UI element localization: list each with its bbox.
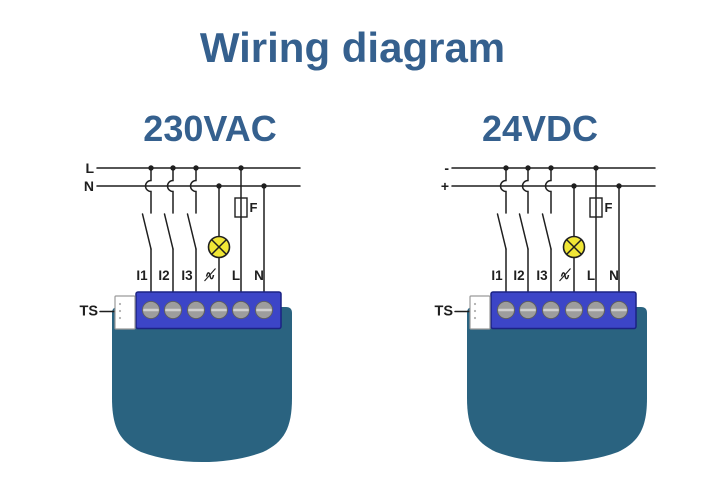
- wire-hop: [166, 167, 174, 214]
- terminal-label-n: N: [609, 268, 619, 283]
- terminal-label-l: L: [587, 268, 595, 283]
- plus-branch: [616, 183, 622, 293]
- diagram-title-230vac: 230VAC: [143, 108, 277, 149]
- lamp-cross: [565, 238, 583, 256]
- neutral-branch: [261, 183, 267, 293]
- supply-lines: - +: [441, 160, 656, 194]
- connector-pin: [473, 309, 477, 313]
- circuit-24vdc: - +: [434, 160, 656, 462]
- output-symbol-slash: [204, 268, 216, 282]
- supply-label-bottom: N: [84, 178, 94, 194]
- ts-connector: [114, 295, 136, 330]
- ts-connector: [469, 295, 491, 330]
- terminal-label-n: N: [254, 268, 264, 283]
- lamp-cross: [210, 238, 228, 256]
- circuit-230vac: L N: [79, 160, 301, 462]
- terminal-label-i3: I3: [536, 268, 548, 283]
- switch-blade: [141, 213, 152, 250]
- terminal-screws: [496, 300, 629, 320]
- ts-label: TS: [434, 304, 453, 320]
- wire-hop: [189, 167, 197, 214]
- supply-label-top: L: [85, 160, 94, 176]
- connector-pin: [473, 302, 477, 306]
- fuse-label: F: [605, 200, 613, 215]
- module-body: [112, 307, 292, 462]
- terminal-label-i2: I2: [158, 268, 169, 283]
- connector-pin: [118, 309, 122, 313]
- supply-label-bottom: +: [441, 178, 449, 194]
- switch-branch-i1: [141, 165, 154, 293]
- terminal-label-i1: I1: [136, 268, 148, 283]
- terminal-labels: I1 I2 I3 ∿ L N: [136, 268, 264, 283]
- fuse-branch: F: [589, 165, 613, 293]
- ts-connector-group: TS: [434, 295, 491, 330]
- wire-hop: [521, 167, 529, 214]
- terminal-label-i2: I2: [513, 268, 524, 283]
- wire-hop: [499, 167, 507, 214]
- switch-branch-i1: [496, 165, 509, 293]
- connector-pin: [118, 316, 122, 320]
- module-body: [467, 307, 647, 462]
- switch-branch-i3: [541, 165, 554, 293]
- lamp-branch: [207, 183, 231, 293]
- terminal-label-i3: I3: [181, 268, 193, 283]
- lamp-branch: [562, 183, 586, 293]
- terminal-labels: I1 I2 I3 ∿ L N: [491, 268, 619, 283]
- terminal-label-i1: I1: [491, 268, 503, 283]
- connector-pin: [118, 302, 122, 306]
- device-module: TS: [434, 291, 647, 462]
- switch-blade: [541, 213, 552, 250]
- switch-branch-i2: [518, 165, 531, 293]
- switch-blade: [518, 213, 529, 250]
- ts-label: TS: [79, 304, 98, 320]
- diagram-title-24vdc: 24VDC: [481, 108, 599, 149]
- switch-branch-i2: [163, 165, 176, 293]
- fuse-label: F: [250, 200, 258, 215]
- terminal-screws: [141, 300, 274, 320]
- switch-blade: [186, 213, 197, 250]
- switch-blade: [496, 213, 507, 250]
- switch-blade: [163, 213, 174, 250]
- switch-branch-i3: [186, 165, 199, 293]
- connector-pin: [473, 316, 477, 320]
- device-module: TS: [79, 291, 292, 462]
- supply-label-top: -: [444, 160, 449, 176]
- terminal-label-l: L: [232, 268, 240, 283]
- wire-hop: [544, 167, 552, 214]
- page-title: Wiring diagram: [199, 24, 506, 71]
- wire-hop: [144, 167, 152, 214]
- output-symbol-slash: [559, 268, 571, 282]
- ts-connector-group: TS: [79, 295, 136, 330]
- fuse-branch: F: [234, 165, 258, 293]
